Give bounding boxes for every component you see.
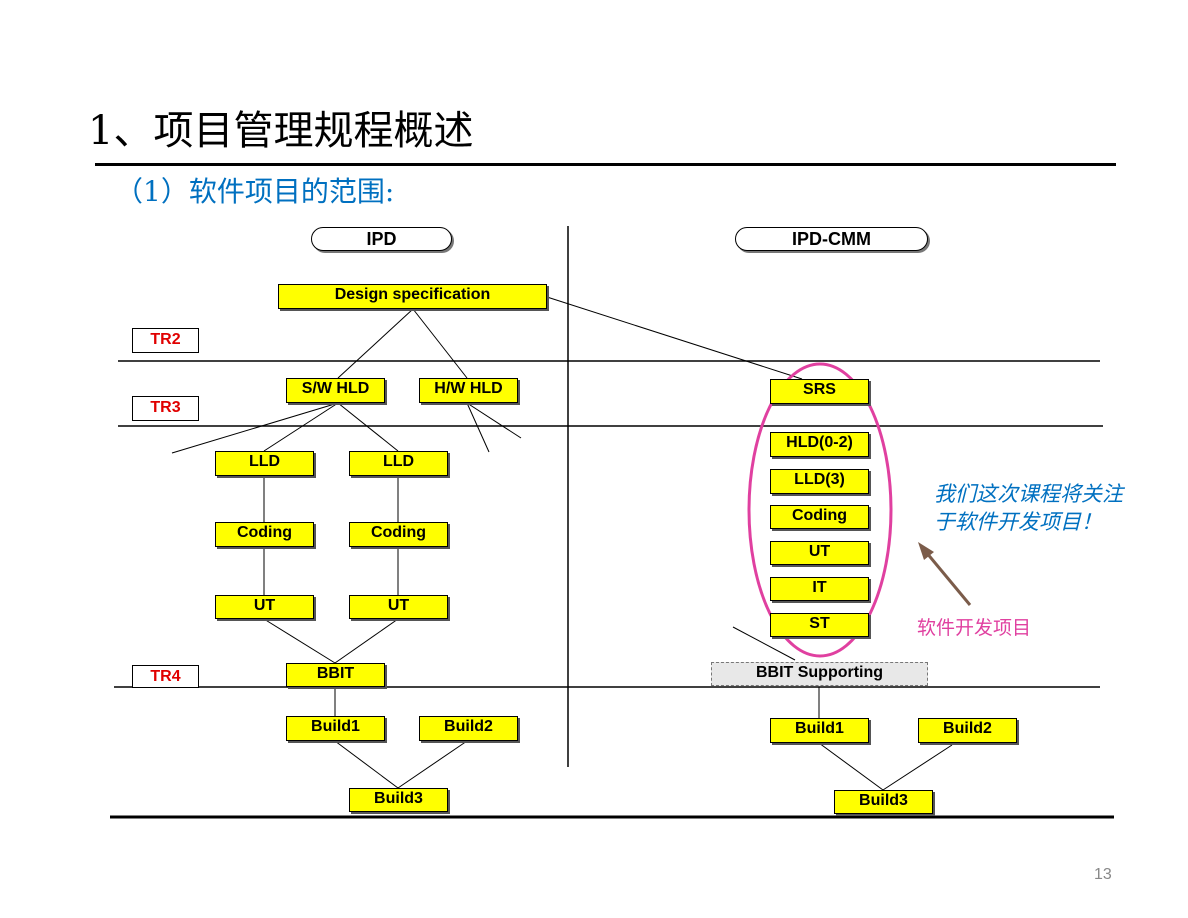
cmm-ut-box: UT — [770, 541, 869, 565]
coding-box-2: Coding — [349, 522, 448, 547]
tr4-label: TR4 — [132, 665, 199, 688]
coding-box-1: Coding — [215, 522, 314, 547]
hld-box: HLD(0-2) — [770, 432, 869, 457]
page-subtitle: （1）软件项目的范围: — [115, 175, 395, 208]
ipd-build1-box: Build1 — [286, 716, 385, 741]
lld-box-1: LLD — [215, 451, 314, 476]
cmm-build1-box: Build1 — [770, 718, 869, 743]
page-title: 1、项目管理规程概述 — [88, 108, 474, 154]
ipd-build2-box: Build2 — [419, 716, 518, 741]
note-arrow-head — [918, 542, 934, 560]
cmm-lld-box: LLD(3) — [770, 469, 869, 494]
ut-box-1: UT — [215, 595, 314, 619]
sw-hld-box: S/W HLD — [286, 378, 385, 403]
software-scope-ellipse — [747, 362, 893, 658]
tr3-label: TR3 — [132, 396, 199, 421]
tr2-label: TR2 — [132, 328, 199, 353]
title-rule — [95, 163, 1116, 166]
cmm-st-box: ST — [770, 613, 869, 637]
cmm-it-box: IT — [770, 577, 869, 601]
note-arrow — [924, 551, 972, 606]
cmm-build3-box: Build3 — [834, 790, 933, 814]
cmm-coding-box: Coding — [770, 505, 869, 529]
cmm-build2-box: Build2 — [918, 718, 1017, 743]
lld-box-2: LLD — [349, 451, 448, 476]
bbit-supporting-box: BBIT Supporting — [711, 662, 928, 686]
bbit-box: BBIT — [286, 663, 385, 687]
column-header-ipd: IPD — [311, 227, 452, 251]
software-project-label: 软件开发项目 — [917, 617, 1032, 639]
ut-box-2: UT — [349, 595, 448, 619]
course-focus-note: 我们这次课程将关注于软件开发项目！ — [934, 482, 1123, 534]
page-number: 13 — [1094, 866, 1112, 883]
ipd-build3-box: Build3 — [349, 788, 448, 812]
design-spec-box: Design specification — [278, 284, 547, 309]
column-header-ipd-cmm: IPD-CMM — [735, 227, 928, 251]
srs-box: SRS — [770, 379, 869, 404]
hw-hld-box: H/W HLD — [419, 378, 518, 403]
